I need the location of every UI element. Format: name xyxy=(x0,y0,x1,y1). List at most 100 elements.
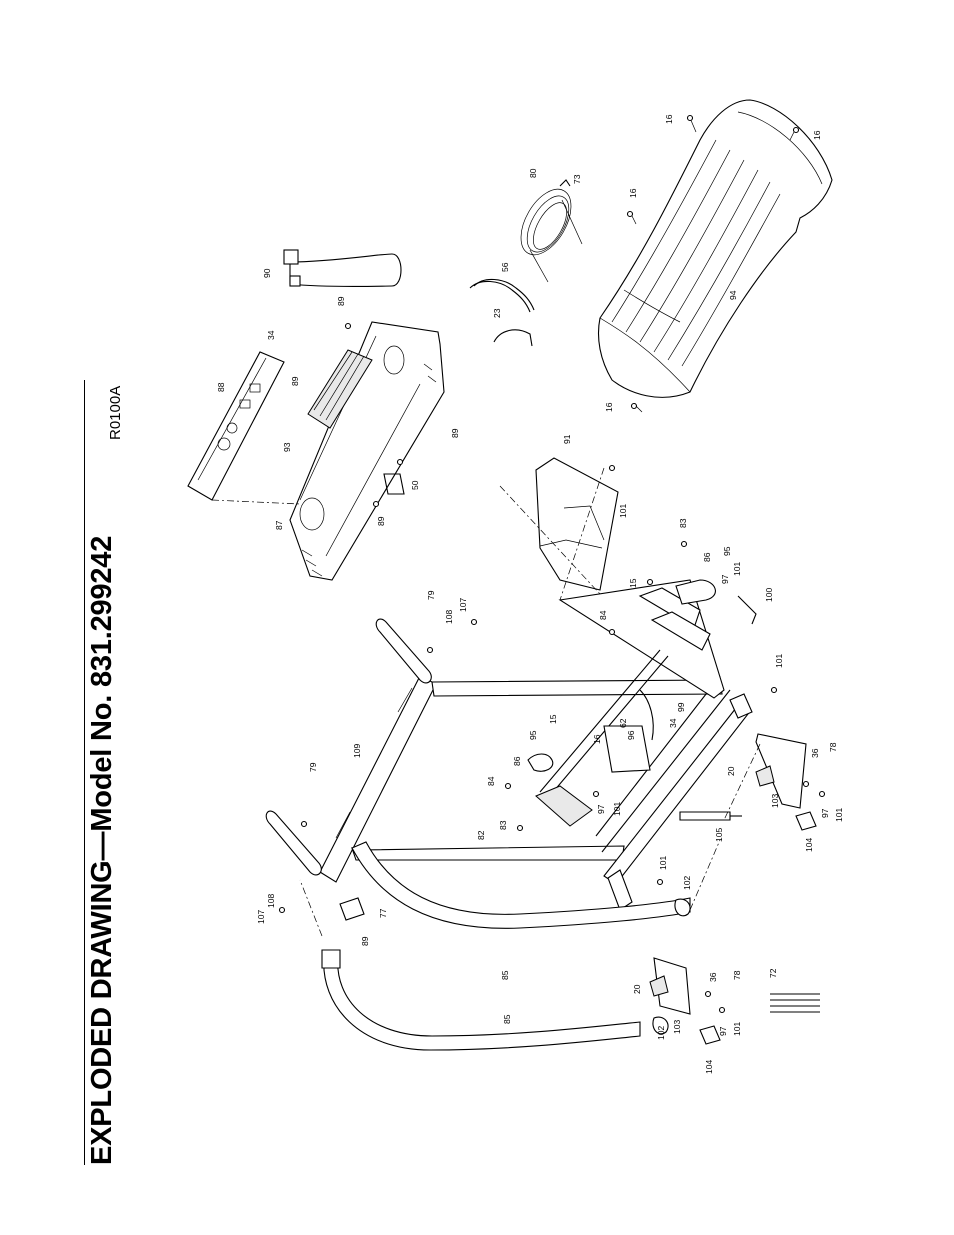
callout-108: 108 xyxy=(444,610,454,624)
callout-96: 96 xyxy=(626,730,636,740)
callout-16: 16 xyxy=(812,130,822,140)
callout-79: 79 xyxy=(426,590,436,600)
upright-82 xyxy=(351,845,625,861)
callout-102: 102 xyxy=(682,876,692,890)
callout-108: 108 xyxy=(266,894,276,908)
callout-93: 93 xyxy=(282,442,292,452)
callout-36: 36 xyxy=(708,972,718,982)
callout-16: 16 xyxy=(604,402,614,412)
callout-89: 89 xyxy=(290,376,300,386)
callout-83: 83 xyxy=(498,820,508,830)
callout-88: 88 xyxy=(216,382,226,392)
shield-91 xyxy=(535,457,619,591)
callout-103: 103 xyxy=(672,1020,682,1034)
handle-grip-right xyxy=(375,618,432,684)
callout-80: 80 xyxy=(528,168,538,178)
callout-34: 34 xyxy=(266,330,276,340)
callout-101: 101 xyxy=(612,802,622,816)
callout-34: 34 xyxy=(668,718,678,728)
callout-97: 97 xyxy=(718,1026,728,1036)
callout-101: 101 xyxy=(618,504,628,518)
handle-grip-left xyxy=(265,810,322,876)
callout-90: 90 xyxy=(262,268,272,278)
callout-87: 87 xyxy=(274,520,284,530)
part-73 xyxy=(559,179,571,187)
callout-89: 89 xyxy=(360,936,370,946)
callout-85: 85 xyxy=(502,1014,512,1024)
callout-23: 23 xyxy=(492,308,502,318)
callout-83: 83 xyxy=(678,518,688,528)
pad-20b xyxy=(649,975,669,997)
callout-95: 95 xyxy=(528,730,538,740)
fasteners xyxy=(278,114,826,1014)
callout-16: 16 xyxy=(592,734,602,744)
callout-99: 99 xyxy=(676,702,686,712)
foot-104 xyxy=(795,811,817,831)
callout-89: 89 xyxy=(376,516,386,526)
callout-84: 84 xyxy=(598,610,608,620)
callout-72: 72 xyxy=(768,968,778,978)
wire-23 xyxy=(493,329,533,347)
part-100 xyxy=(737,595,757,625)
callout-86: 86 xyxy=(702,552,712,562)
callout-101: 101 xyxy=(732,562,742,576)
wire-56 xyxy=(469,280,531,313)
callout-104: 104 xyxy=(804,838,814,852)
callout-36: 36 xyxy=(810,748,820,758)
callout-85: 85 xyxy=(500,970,510,980)
callout-97: 97 xyxy=(820,808,830,818)
wire-harness-80 xyxy=(520,188,583,283)
callout-89: 89 xyxy=(336,296,346,306)
callout-100: 100 xyxy=(764,588,774,602)
callout-107: 107 xyxy=(458,598,468,612)
bracket-77 xyxy=(339,897,365,921)
leg-103 xyxy=(755,733,807,809)
base-frame xyxy=(539,579,753,911)
callout-101: 101 xyxy=(658,856,668,870)
motor-hood-94 xyxy=(597,99,833,398)
screw-set-72 xyxy=(770,993,820,1013)
wire-99 xyxy=(639,689,654,741)
bracket-50 xyxy=(383,473,405,495)
callout-95: 95 xyxy=(722,546,732,556)
callout-104: 104 xyxy=(704,1060,714,1074)
callout-77: 77 xyxy=(378,908,388,918)
callout-109: 109 xyxy=(352,744,362,758)
callout-107: 107 xyxy=(256,910,266,924)
callout-105: 105 xyxy=(714,828,724,842)
callout-102: 102 xyxy=(656,1026,666,1040)
callout-56: 56 xyxy=(500,262,510,272)
callout-78: 78 xyxy=(828,742,838,752)
callout-labels: 1616161680739490562389348889938950898791… xyxy=(216,114,844,1074)
callout-20: 20 xyxy=(726,766,736,776)
wheel-102 xyxy=(674,898,691,917)
callout-84: 84 xyxy=(486,776,496,786)
callout-78: 78 xyxy=(732,970,742,980)
bracket-96 xyxy=(603,725,651,773)
callout-91: 91 xyxy=(562,434,572,444)
callout-82: 82 xyxy=(476,830,486,840)
callout-103: 103 xyxy=(770,794,780,808)
callout-73: 73 xyxy=(572,174,582,184)
foot-104b xyxy=(699,1025,721,1045)
console-base-87 xyxy=(289,321,445,581)
pad-20 xyxy=(755,765,775,787)
callout-16: 16 xyxy=(664,114,674,124)
upright-crossbar xyxy=(431,679,723,697)
callout-97: 97 xyxy=(596,804,606,814)
wheel-102b xyxy=(652,1016,669,1035)
callout-89: 89 xyxy=(450,428,460,438)
wheel-95 xyxy=(675,579,716,605)
callout-79: 79 xyxy=(308,762,318,772)
callout-62: 62 xyxy=(618,718,628,728)
cylinder-105 xyxy=(679,811,731,821)
handle-cover-90 xyxy=(289,253,402,288)
callout-101: 101 xyxy=(834,808,844,822)
callout-50: 50 xyxy=(410,480,420,490)
bracket-84 xyxy=(535,785,593,827)
callout-20: 20 xyxy=(632,984,642,994)
callout-97: 97 xyxy=(720,574,730,584)
callout-15: 15 xyxy=(628,578,638,588)
callout-86: 86 xyxy=(512,756,522,766)
